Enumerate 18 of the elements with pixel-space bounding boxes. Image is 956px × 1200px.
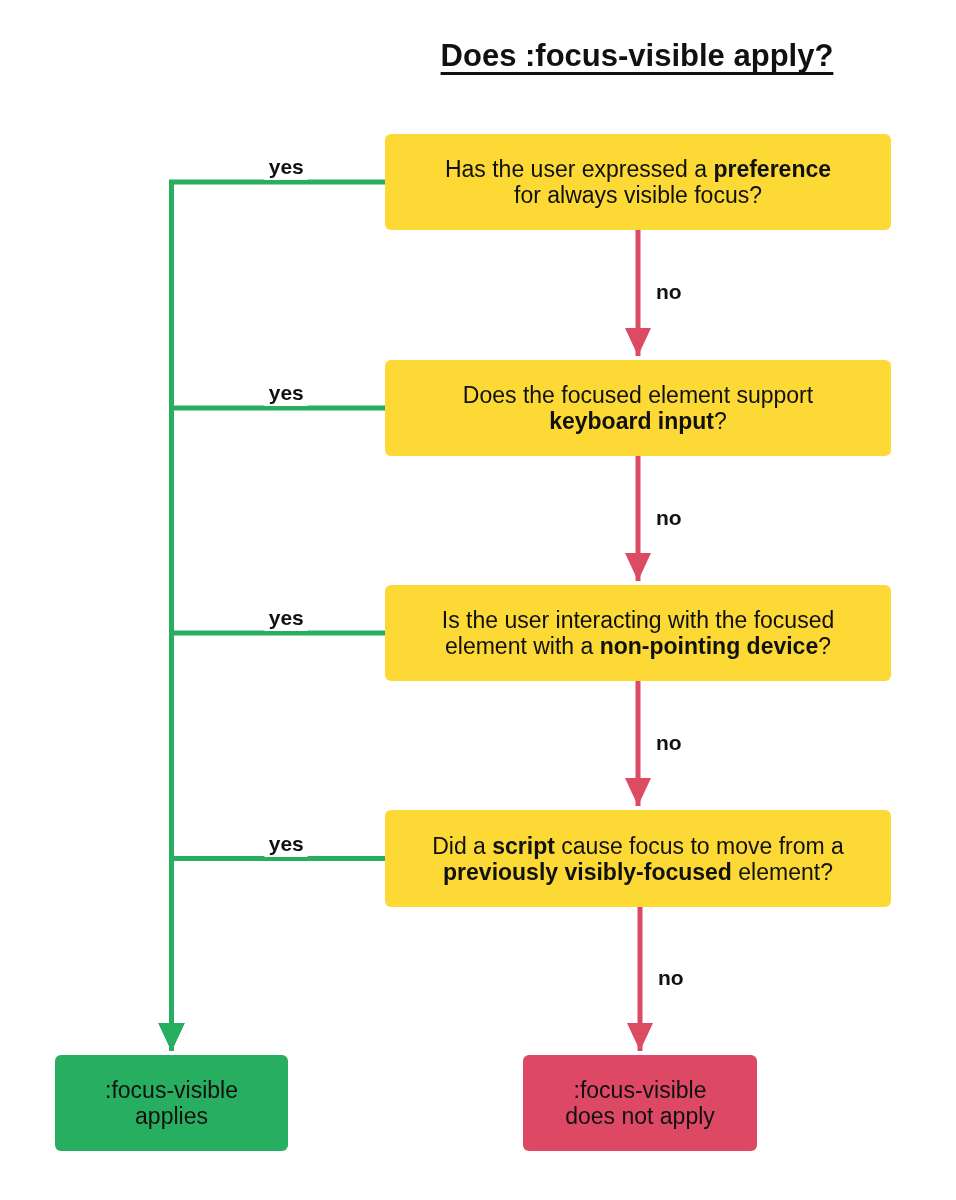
decision-box xyxy=(385,585,891,681)
diagram-title: Does :focus-visible apply? xyxy=(439,37,835,75)
result-box xyxy=(55,1055,288,1151)
decision-box xyxy=(385,360,891,456)
arrow xyxy=(627,907,653,1051)
arrow xyxy=(625,230,651,356)
result-text: :focus-visible does not apply xyxy=(564,1077,716,1129)
decision-box xyxy=(385,134,891,230)
question-text: Has the user expressed a preference for always visible focus? xyxy=(443,156,833,208)
arrow xyxy=(625,456,651,581)
question-text: Does the focused element support keyboard input? xyxy=(461,382,815,434)
arrow xyxy=(158,856,385,1051)
arrow xyxy=(625,681,651,806)
result-text: :focus-visible applies xyxy=(104,1077,239,1129)
decision-box xyxy=(385,810,891,907)
question-text: Did a script cause focus to move from a previously visibly-focused element? xyxy=(431,832,845,885)
question-text: Is the user interacting with the focused element with a non-pointing device? xyxy=(440,607,836,659)
result-box xyxy=(523,1055,757,1151)
